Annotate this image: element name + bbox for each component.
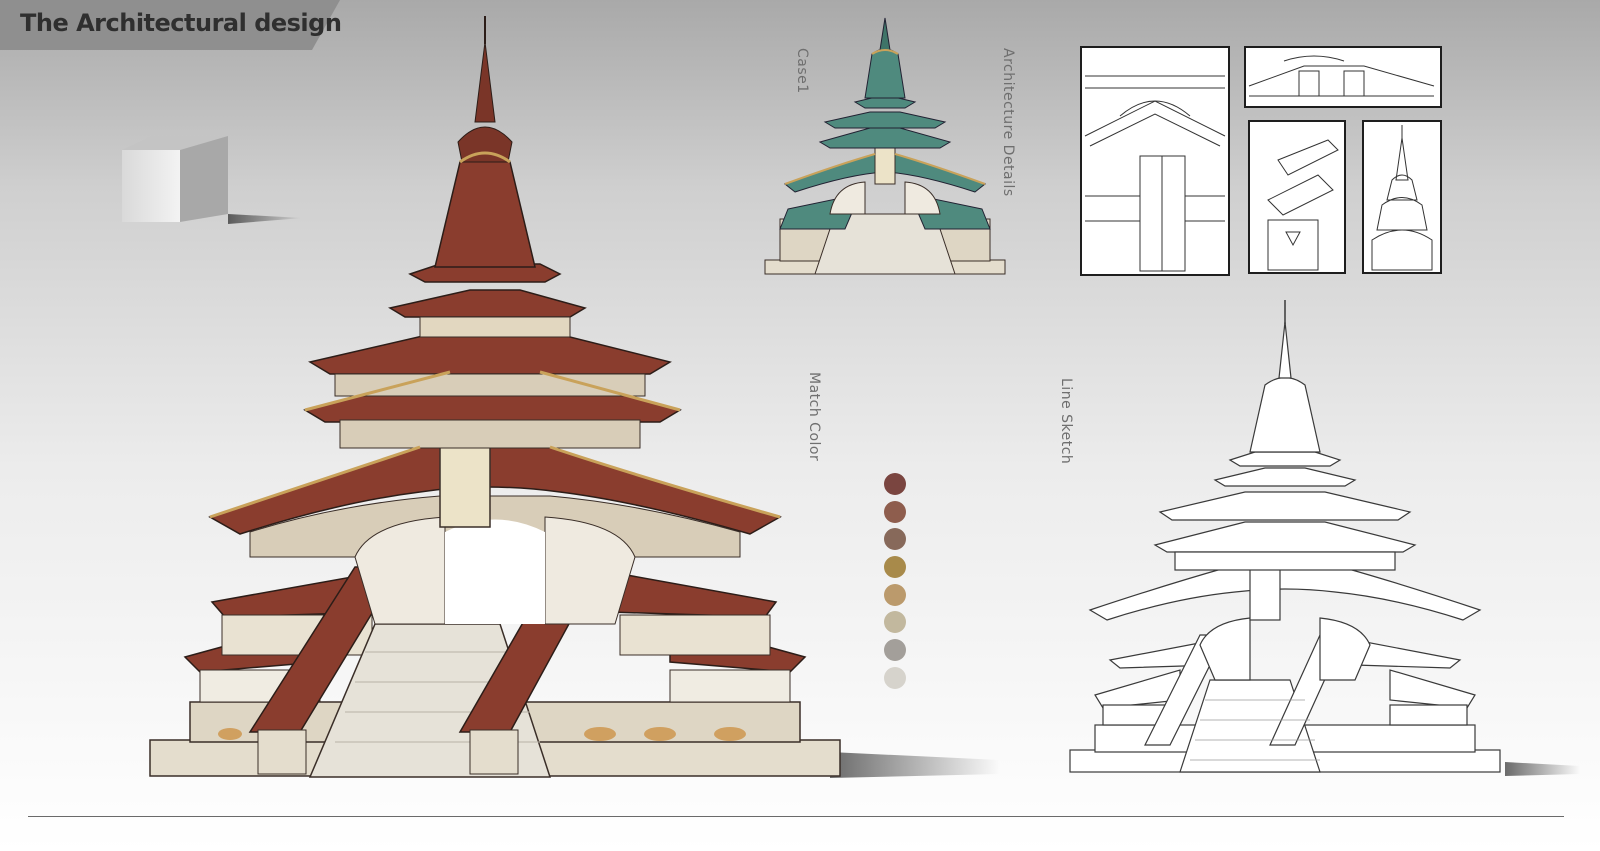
line-sketch-label: Line Sketch <box>1058 378 1074 465</box>
color-swatch <box>884 639 906 661</box>
color-swatch <box>884 501 906 523</box>
cube-icon <box>122 136 303 224</box>
color-swatch <box>884 528 906 550</box>
page-title: The Architectural design <box>20 9 342 37</box>
line-sketch-illustration <box>1069 300 1580 776</box>
case1-label: Case1 <box>794 48 810 94</box>
architecture-details-label: Architecture Details <box>1000 48 1016 197</box>
color-swatch <box>884 667 906 689</box>
bottom-divider <box>28 816 1564 817</box>
detail-panel-facade <box>1080 46 1230 276</box>
main-building-illustration <box>149 16 1000 778</box>
title-banner <box>0 0 340 50</box>
color-swatch <box>884 473 906 495</box>
detail-panel-eaves <box>1244 46 1442 108</box>
detail-panel-spire <box>1362 120 1442 274</box>
detail-panel-staircase-roof <box>1248 120 1346 274</box>
color-swatch <box>884 556 906 578</box>
color-swatch <box>884 611 906 633</box>
color-swatch <box>884 584 906 606</box>
case1-illustration <box>764 17 1006 275</box>
match-color-label: Match Color <box>806 372 822 462</box>
